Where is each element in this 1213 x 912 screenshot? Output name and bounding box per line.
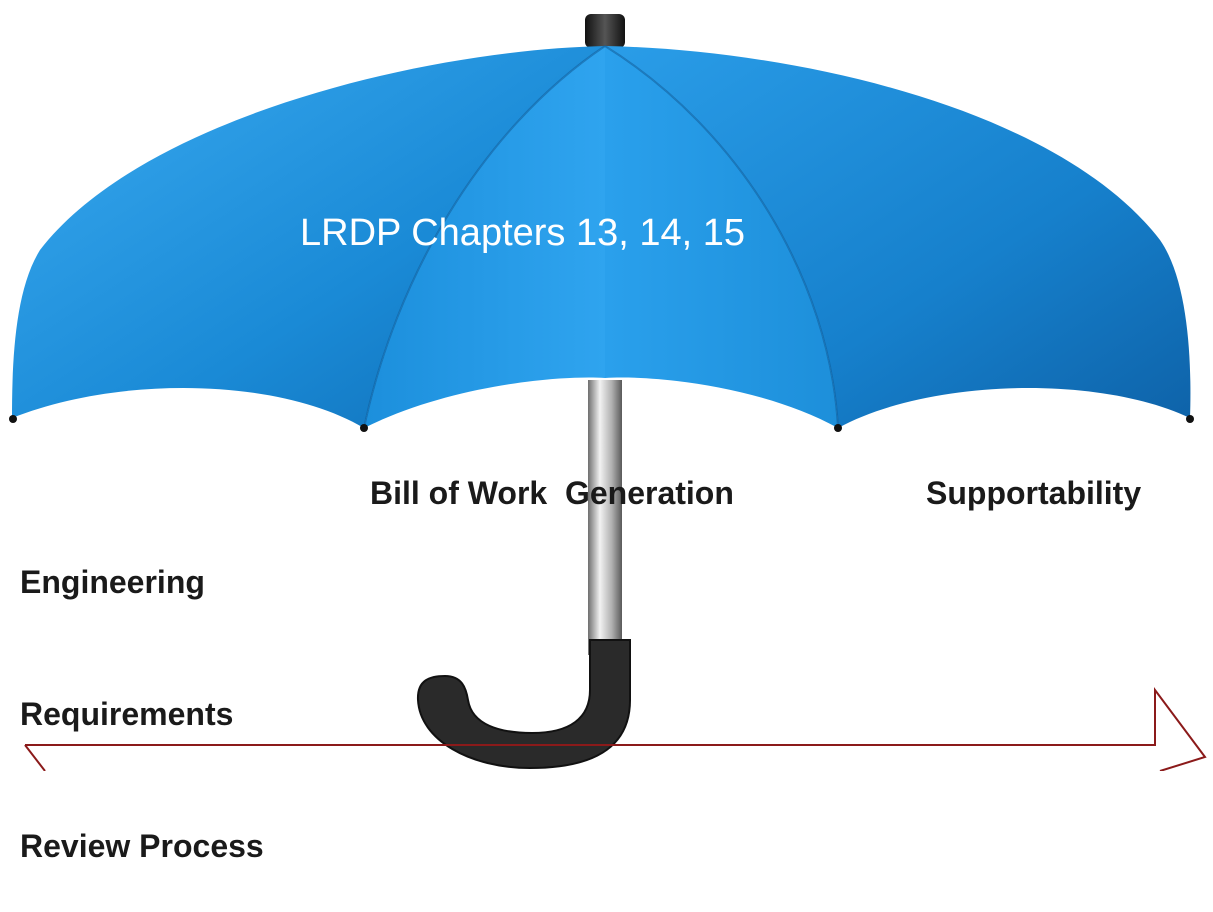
umbrella-diagram	[9, 14, 1207, 771]
rib-tip-2	[360, 424, 368, 432]
canopy-panel-center-left	[364, 46, 605, 428]
canopy-panel-left	[12, 46, 605, 428]
canopy-rib-left	[363, 45, 606, 429]
rib-tip-4	[1186, 415, 1194, 423]
canopy-title: LRDP Chapters 13, 14, 15	[300, 212, 746, 254]
label-engineering-requirements: Engineering Requirements Review Process	[20, 472, 264, 912]
label-line: Review Process	[20, 828, 264, 864]
arrow-outline	[24, 686, 1207, 771]
rib-tip-3	[834, 424, 842, 432]
label-line: Requirements	[20, 696, 234, 732]
umbrella-shaft	[588, 380, 622, 655]
label-bill-of-work: Bill of Work Generation	[370, 475, 734, 511]
canopy-panel-center-right	[605, 46, 838, 428]
umbrella-handle	[416, 639, 631, 770]
umbrella-tip	[585, 14, 625, 48]
label-supportability: Supportability	[926, 475, 1142, 511]
rib-tip-1	[9, 415, 17, 423]
canopy-panel-right	[605, 46, 1191, 428]
label-line: Engineering	[20, 564, 205, 600]
canopy-rib-right	[604, 45, 839, 429]
